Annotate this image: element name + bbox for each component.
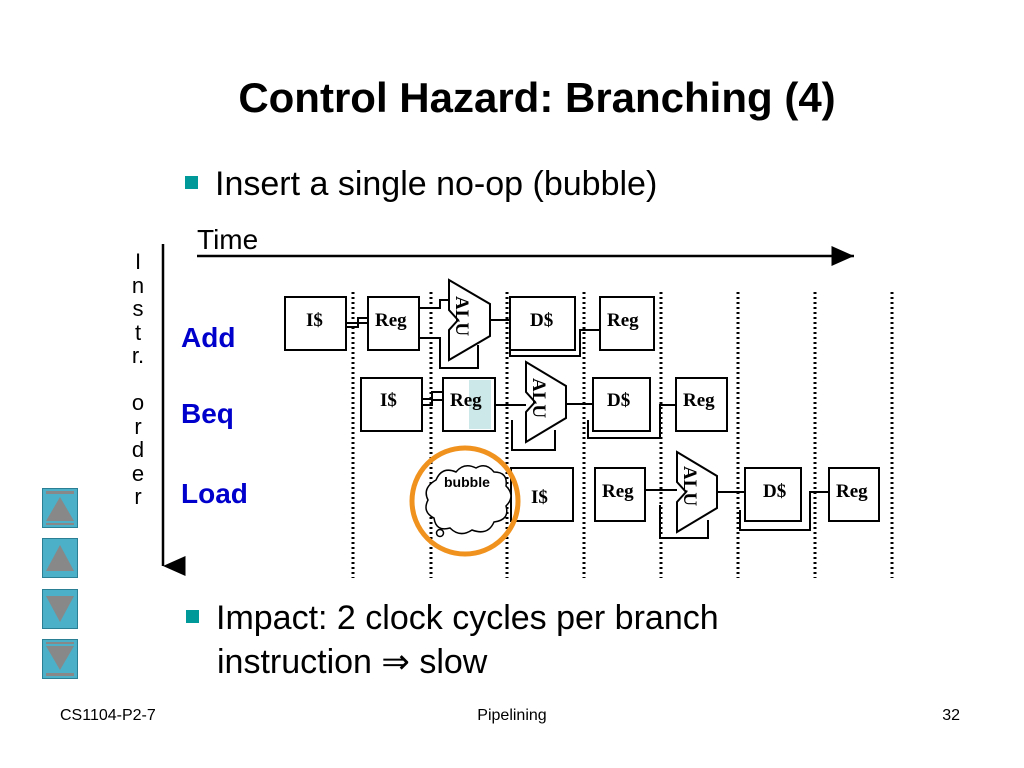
previous-slide-icon: [46, 545, 74, 571]
pipeline-row-add: [284, 278, 655, 369]
footer-course-code: CS1104-P2-7: [60, 707, 156, 724]
stage-connector: [346, 322, 368, 328]
stage-icache: [284, 296, 347, 351]
stage-label: Reg: [450, 390, 482, 411]
stage-label: ALU: [451, 296, 472, 336]
bubble-noop: bubble: [409, 445, 521, 557]
stage-alu: [676, 450, 718, 534]
stage-icache: [510, 467, 574, 522]
row-label-add: Add: [181, 322, 236, 353]
row-load-stage-labels: I$ Reg D$ Reg ALU: [531, 466, 868, 508]
stage-label: I$: [380, 390, 397, 411]
next-slide-button[interactable]: [42, 589, 78, 629]
bullet-text-line1: Impact: 2 clock cycles per branch: [216, 599, 719, 637]
stage-connector: [509, 329, 600, 357]
bullet-square-icon: [185, 175, 198, 189]
stage-label: I$: [306, 310, 323, 331]
stage-label: D$: [607, 390, 630, 411]
stage-label: ALU: [679, 466, 700, 506]
bubble-cloud-icon: [425, 465, 512, 535]
stage-icache: [360, 377, 423, 432]
instruction-order-label: I n s t r. o r d e r: [131, 249, 145, 509]
stage-connector: [739, 491, 829, 531]
bullet-insert-bubble: Insert a single no-op (bubble): [185, 162, 657, 206]
stage-dcache: [509, 296, 576, 351]
bubble-label: bubble: [444, 474, 490, 490]
stage-reg-write: [828, 467, 880, 522]
pipeline-row-beq: [360, 360, 728, 451]
stage-connector: [511, 420, 556, 451]
footer-page-number: 32: [942, 707, 960, 724]
last-slide-button[interactable]: [42, 639, 78, 679]
row-add-stage-labels: I$ Reg D$ Reg ALU: [306, 296, 639, 336]
stage-label: Reg: [375, 310, 407, 331]
stage-connector: [346, 317, 368, 324]
stage-connector: [419, 299, 449, 309]
first-slide-icon: [46, 491, 74, 525]
stage-label: Reg: [607, 310, 639, 331]
stage-connector: [422, 399, 443, 406]
stage-label: Reg: [602, 481, 634, 502]
stage-connector: [419, 337, 479, 369]
footer-topic: Pipelining: [477, 707, 547, 724]
stage-connector: [587, 404, 676, 439]
bullet-square-icon: [186, 609, 199, 623]
bullet-text: Insert a single no-op (bubble): [215, 165, 658, 203]
bullet-impact: Impact: 2 clock cycles per branch instru…: [186, 596, 719, 684]
last-slide-icon: [46, 642, 74, 676]
pipeline-row-load: [510, 450, 880, 539]
slide-title: Control Hazard: Branching (4): [238, 74, 836, 121]
row-label-beq: Beq: [181, 398, 234, 429]
first-slide-button[interactable]: [42, 488, 78, 528]
stage-reg-read: [367, 296, 420, 351]
next-slide-icon: [46, 596, 74, 622]
stage-label: D$: [530, 310, 553, 331]
bullet-text-line2: instruction ⇒ slow: [217, 643, 488, 681]
stage-connector: [659, 505, 709, 539]
time-axis-label: Time: [197, 224, 259, 255]
stage-reg-write: [599, 296, 655, 351]
stage-label: D$: [763, 481, 786, 502]
stage-alu: [448, 278, 491, 362]
register-highlight: [469, 380, 491, 429]
row-label-load: Load: [181, 478, 248, 509]
stage-dcache: [744, 467, 802, 522]
stage-reg-read: [594, 467, 646, 522]
stage-label: ALU: [528, 378, 549, 418]
stage-alu: [525, 360, 567, 444]
row-beq-stage-labels: I$ Reg D$ Reg ALU: [380, 378, 715, 418]
bubble-highlight-circle: [409, 445, 521, 557]
stage-dcache: [592, 377, 651, 432]
stage-reg-write: [675, 377, 728, 432]
stage-connector: [422, 391, 443, 400]
stage-label: Reg: [683, 390, 715, 411]
stage-label: I$: [531, 487, 548, 508]
stage-label: Reg: [836, 481, 868, 502]
previous-slide-button[interactable]: [42, 538, 78, 578]
bubble-dot-icon: [435, 528, 445, 538]
